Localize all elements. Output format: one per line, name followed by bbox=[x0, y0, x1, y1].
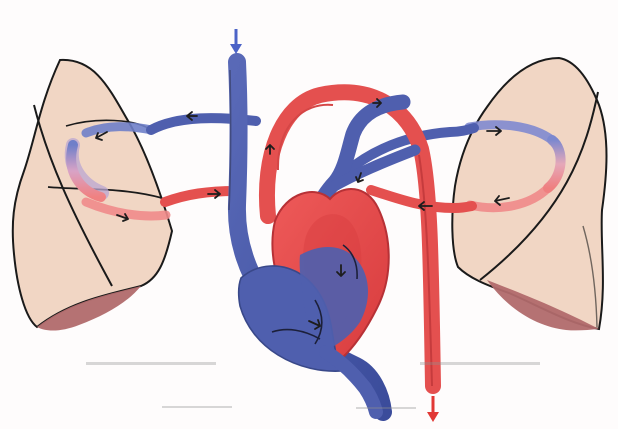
circulation-svg bbox=[0, 0, 618, 429]
circulation-diagram bbox=[0, 0, 618, 429]
